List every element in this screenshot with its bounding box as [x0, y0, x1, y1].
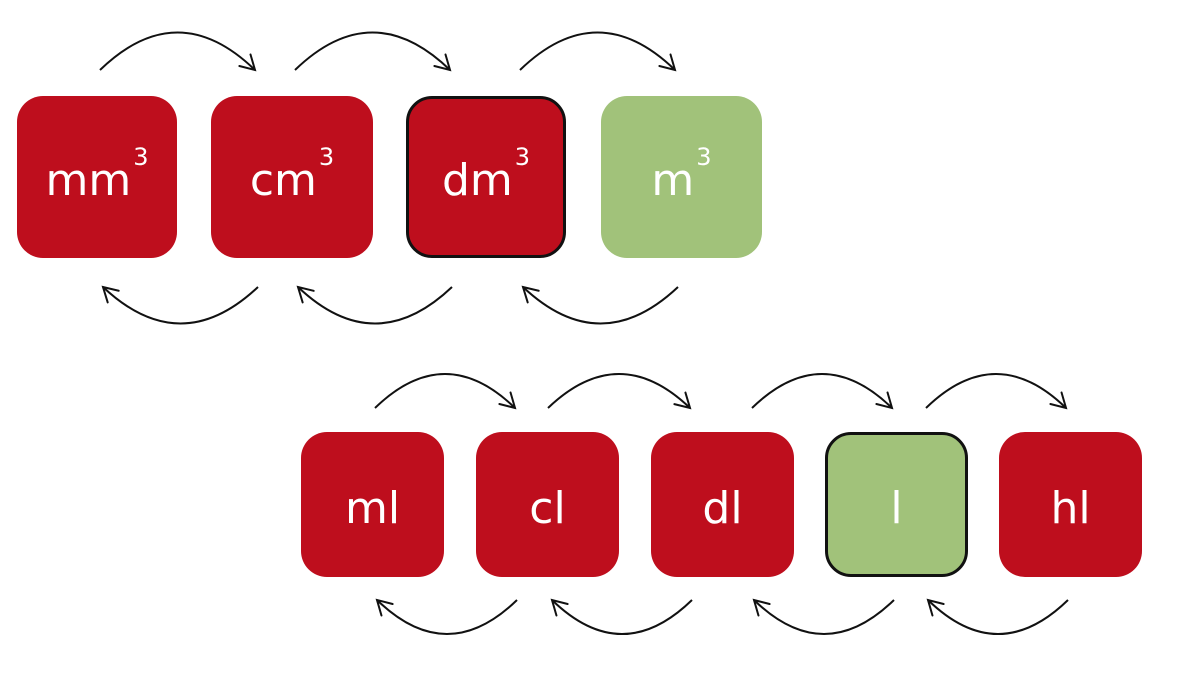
capacity-backward-arrow-2	[550, 598, 693, 635]
unit-label-ml: ml	[344, 482, 401, 534]
volume-backward-arrow-2	[296, 285, 453, 325]
capacity-backward-arrow-4	[926, 598, 1069, 635]
capacity-forward-arrow-1	[374, 373, 517, 410]
unit-label-hl: hl	[1050, 482, 1091, 534]
unit-exponent-mm3: 3	[133, 143, 149, 171]
unit-exponent-cm3: 3	[318, 143, 335, 171]
unit-label-l: l	[890, 482, 903, 534]
capacity-forward-arrow-4	[925, 373, 1068, 410]
volume-forward-arrow-1	[99, 31, 257, 72]
capacity-forward-arrow-3	[751, 373, 894, 410]
volume-forward-arrow-2	[294, 31, 452, 72]
volume-forward-arrow-3	[519, 31, 677, 72]
unit-label-cl: cl	[529, 482, 566, 534]
unit-label-cm3: cm	[249, 155, 317, 206]
unit-exponent-m3: 3	[696, 143, 712, 171]
unit-box-hl: hl	[999, 432, 1142, 577]
volume-backward-arrow-1	[101, 285, 259, 325]
unit-box-l: l	[825, 432, 968, 577]
unit-label-mm3: mm	[45, 155, 132, 206]
unit-label-m3: m	[651, 155, 695, 206]
unit-exponent-dm3: 3	[514, 143, 531, 171]
capacity-forward-arrow-2	[547, 373, 692, 410]
unit-box-cl: cl	[476, 432, 619, 577]
volume-backward-arrow-3	[521, 285, 679, 325]
unit-box-dl: dl	[651, 432, 794, 577]
unit-label-dm3: dm	[441, 155, 513, 206]
capacity-backward-arrow-1	[375, 598, 518, 635]
unit-box-ml: ml	[301, 432, 444, 577]
unit-label-dl: dl	[702, 482, 743, 534]
capacity-backward-arrow-3	[752, 598, 895, 635]
